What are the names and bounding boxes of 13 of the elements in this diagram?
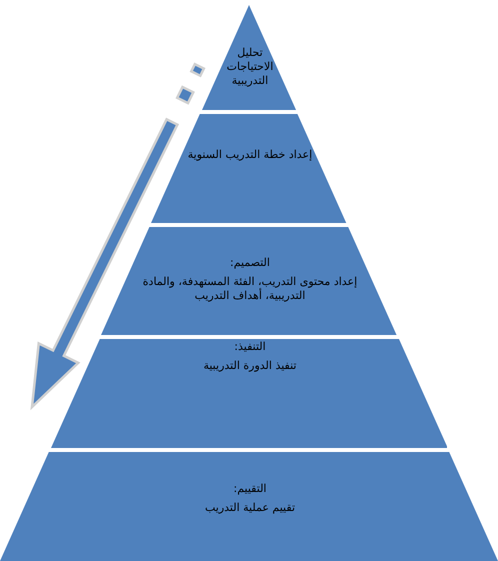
pyramid-tier (101, 227, 397, 335)
pyramid-tier (202, 5, 296, 110)
tier-text: تحليل الاحتياجات التدريبية (226, 46, 274, 88)
tier-heading: التصميم: (228, 256, 271, 270)
tier-text: إعداد خطة التدريب السنوية (186, 148, 314, 162)
tier-heading: التنفيذ: (233, 340, 267, 354)
tier-text: تنفيذ الدورة التدريبية (202, 359, 298, 373)
tier-heading: التقييم: (232, 482, 268, 496)
pyramid-tier (0, 452, 498, 561)
tier-text: تقييم عملية التدريب (204, 501, 296, 515)
pyramid-tier (50, 339, 448, 448)
pyramid-tier (151, 114, 347, 223)
tier-text: إعداد محتوى التدريب، الفئة المستهدفة، والمادة التدريبية، أهداف التدريب (142, 275, 358, 303)
